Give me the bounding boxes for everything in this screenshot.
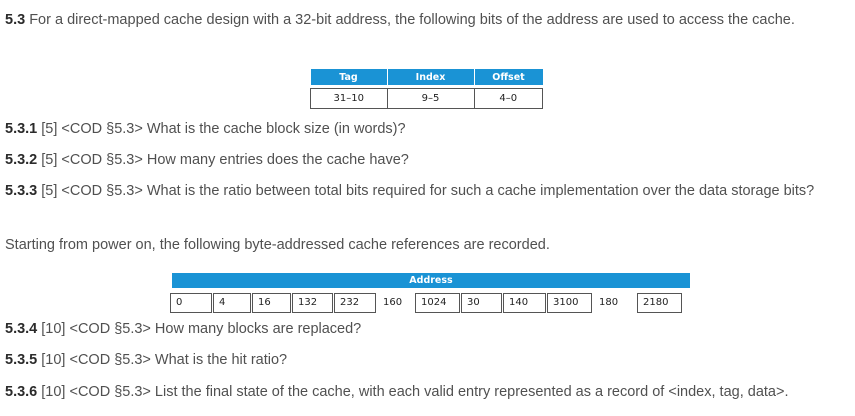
- index-header: Index: [386, 69, 474, 85]
- question-text: [10] <COD §5.3> List the final state of …: [37, 384, 789, 400]
- address-cell: 160: [383, 297, 403, 308]
- address-cell: 180: [599, 297, 619, 308]
- address-cell: 1024: [415, 293, 460, 313]
- address-cell: 30: [461, 293, 502, 313]
- question-5-3-2: 5.3.2 [5] <COD §5.3> How many entries do…: [5, 148, 847, 172]
- question-text: [5] <COD §5.3> How many entries does the…: [37, 152, 409, 168]
- question-5-3-4: 5.3.4 [10] <COD §5.3> How many blocks ar…: [5, 317, 847, 341]
- offset-bits: 4–0: [473, 88, 543, 109]
- question-number: 5.3.5: [5, 352, 38, 368]
- address-cell: 140: [503, 293, 546, 313]
- address-cell: 4: [213, 293, 251, 313]
- address-cell: 132: [292, 293, 333, 313]
- question-number: 5.3.6: [5, 384, 38, 400]
- address-cell: 2180: [637, 293, 682, 313]
- question-number: 5.3.1: [5, 121, 38, 137]
- address-cell: 3100: [547, 293, 592, 313]
- starting-paragraph: Starting from power on, the following by…: [5, 237, 550, 253]
- tag-bits: 31–10: [310, 88, 388, 109]
- address-cell: 16: [252, 293, 291, 313]
- question-5-3-5: 5.3.5 [10] <COD §5.3> What is the hit ra…: [5, 348, 847, 372]
- question-text: [10] <COD §5.3> What is the hit ratio?: [37, 352, 288, 368]
- tag-header: Tag: [310, 69, 387, 85]
- bits-value-row: 31–10 9–5 4–0: [310, 88, 543, 109]
- question-text: [10] <COD §5.3> How many blocks are repl…: [37, 321, 362, 337]
- question-text: [5] <COD §5.3> What is the cache block s…: [37, 121, 406, 137]
- offset-header: Offset: [473, 69, 543, 85]
- question-number: 5.3.3: [5, 183, 38, 199]
- question-5-3-3: 5.3.3 [5] <COD §5.3> What is the ratio b…: [5, 179, 847, 203]
- question-5-3-1: 5.3.1 [5] <COD §5.3> What is the cache b…: [5, 117, 847, 141]
- address-cell: 232: [334, 293, 376, 313]
- intro-text: For a direct-mapped cache design with a …: [25, 12, 795, 28]
- question-5-3-6: 5.3.6 [10] <COD §5.3> List the final sta…: [5, 380, 847, 404]
- index-bits: 9–5: [386, 88, 475, 109]
- question-text: [5] <COD §5.3> What is the ratio between…: [37, 183, 815, 199]
- address-table-header: Address: [172, 273, 690, 288]
- question-number: 5.3.2: [5, 152, 38, 168]
- intro-number: 5.3: [5, 12, 26, 28]
- question-number: 5.3.4: [5, 321, 38, 337]
- address-bits-table: Tag Index Offset 31–10 9–5 4–0: [310, 69, 543, 109]
- address-cell: 0: [170, 293, 212, 313]
- bits-header-row: Tag Index Offset: [310, 69, 543, 85]
- intro-paragraph: 5.3 For a direct-mapped cache design wit…: [5, 8, 847, 32]
- address-values-row: 0 4 16 132 232 160 1024 30 140 3100 180 …: [170, 293, 683, 313]
